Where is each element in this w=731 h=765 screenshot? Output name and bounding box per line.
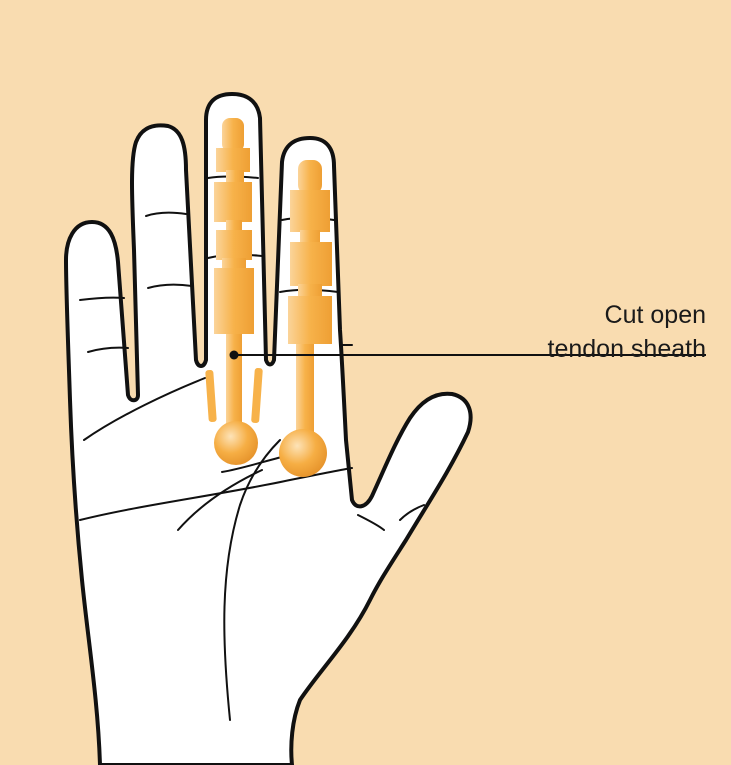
callout-line-2: tendon sheath	[446, 332, 706, 366]
ring-tendon-knob	[279, 429, 327, 477]
hand-outline	[66, 94, 471, 765]
callout-leader-dot	[230, 351, 239, 360]
middle-tendon-knob	[214, 421, 258, 465]
callout-label: Cut open tendon sheath	[446, 298, 706, 366]
callout-line-1: Cut open	[446, 298, 706, 332]
